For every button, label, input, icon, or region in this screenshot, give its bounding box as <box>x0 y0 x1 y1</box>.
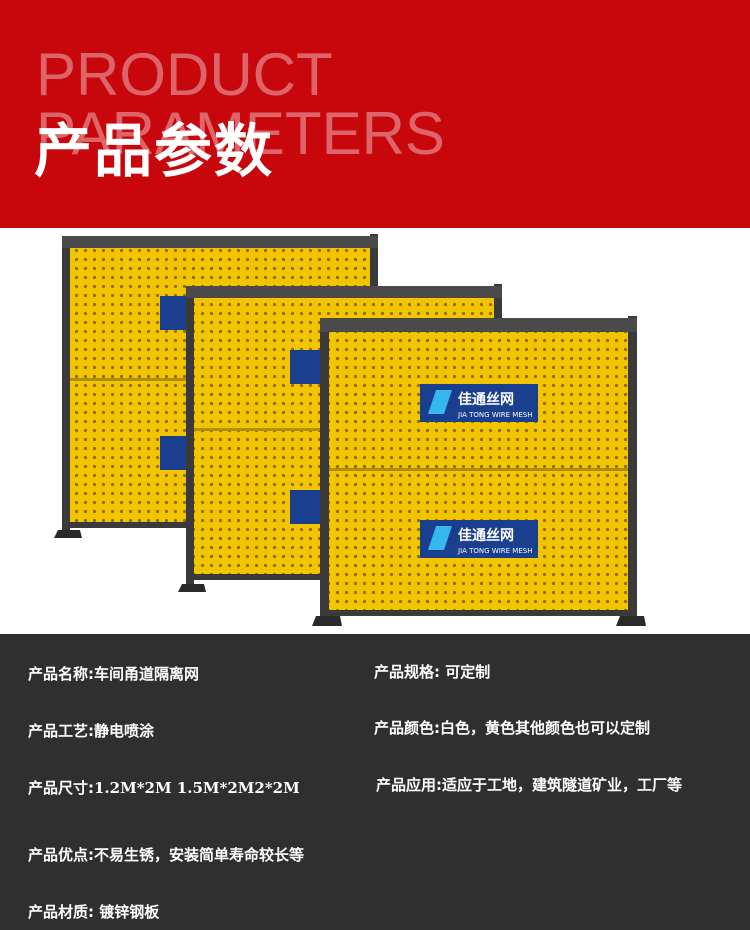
param-craft: 产品工艺:静电喷涂 <box>28 722 155 740</box>
fence-panel-front: 佳通丝网 JIA TONG WIRE MESH 佳通丝网 JIA TONG WI… <box>312 316 646 626</box>
brand-label-upper: 佳通丝网 JIA TONG WIRE MESH <box>420 384 538 422</box>
brand-name-cn-upper: 佳通丝网 <box>458 391 514 408</box>
param-size: 产品尺寸:1.2M*2M 1.5M*2M2*2M <box>28 779 300 797</box>
header-english-line2: PARAMETERS <box>36 100 445 167</box>
param-name: 产品名称:车间甬道隔离网 <box>28 665 200 683</box>
header-english-line1: PRODUCT <box>36 41 333 108</box>
product-illustration: 佳通丝网 JIA TONG WIRE MESH 佳通丝网 JIA TONG WI… <box>54 234 646 626</box>
brand-name-en-upper: JIA TONG WIRE MESH <box>457 411 532 419</box>
product-image: 佳通丝网 JIA TONG WIRE MESH 佳通丝网 JIA TONG WI… <box>0 228 750 634</box>
brand-label-lower: 佳通丝网 JIA TONG WIRE MESH <box>420 520 538 558</box>
page-title: 产品参数 <box>34 117 275 185</box>
header-banner: PRODUCT PARAMETERS 产品参数 <box>0 0 750 228</box>
brand-name-en-lower: JIA TONG WIRE MESH <box>457 547 532 555</box>
brand-logo-icon <box>428 390 452 414</box>
parameters-panel: 产品名称:车间甬道隔离网 产品规格: 可定制 产品工艺:静电喷涂 产品颜色:白色… <box>0 634 750 930</box>
param-advantage: 产品优点:不易生锈，安装简单寿命较长等 <box>28 846 305 864</box>
brand-logo-icon <box>428 526 452 550</box>
brand-name-cn-lower: 佳通丝网 <box>458 527 514 544</box>
param-spec: 产品规格: 可定制 <box>374 663 491 681</box>
param-color: 产品颜色:白色，黄色其他颜色也可以定制 <box>374 719 651 737</box>
param-material: 产品材质: 镀锌钢板 <box>28 903 160 921</box>
param-application: 产品应用:适应于工地，建筑隧道矿业，工厂等 <box>376 776 683 794</box>
